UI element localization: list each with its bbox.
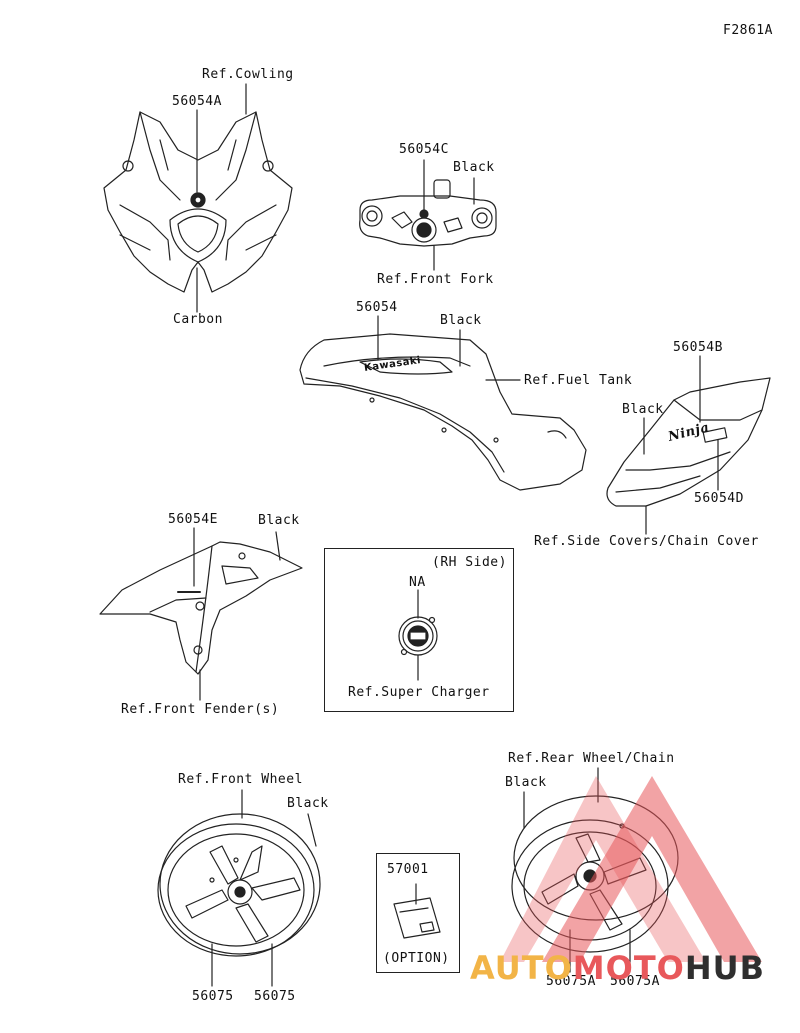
watermark-part1: AUTO [470,949,573,987]
fork-bracket [359,179,497,247]
watermark-triangle [500,776,762,962]
part-56054C-label: 56054C [399,142,449,157]
ref-front-fender-label: Ref.Front Fender(s) [121,702,280,717]
rh-side-label: (RH Side) [432,555,507,570]
na-label: NA [409,575,426,590]
ref-front-wheel-label: Ref.Front Wheel [178,772,303,787]
part-56075-right-label: 56075 [254,989,296,1004]
black-front-wheel-label: Black [287,796,329,811]
fuel-tank [299,333,587,491]
ref-rear-wheel-label: Ref.Rear Wheel/Chain [508,751,675,766]
watermark-text: AUTOMOTOHUB [470,948,765,988]
part-56054E-label: 56054E [168,512,218,527]
front-fender [99,541,303,675]
black-tank-label: Black [440,313,482,328]
ref-fuel-tank-label: Ref.Fuel Tank [524,373,633,388]
option-box [376,853,460,973]
part-56075-left-label: 56075 [192,989,234,1004]
option-label: (OPTION) [383,951,450,966]
part-56054D-label: 56054D [694,491,744,506]
ref-front-fork-label: Ref.Front Fork [377,272,494,287]
watermark-part2: MOTO [572,949,685,987]
part-57001-label: 57001 [387,862,429,877]
carbon-label: Carbon [173,312,223,327]
front-cowling [103,111,293,293]
super-charger-box [324,548,514,712]
part-56054A-label: 56054A [172,94,222,109]
part-56054B-label: 56054B [673,340,723,355]
ref-side-covers-label: Ref.Side Covers/Chain Cover [534,534,759,549]
black-fender-label: Black [258,513,300,528]
option-kit [393,897,441,939]
side-cover [606,377,771,507]
black-rear-wheel-label: Black [505,775,547,790]
front-wheel [157,813,321,957]
ref-cowling-label: Ref.Cowling [202,67,294,82]
part-56054-label: 56054 [356,300,398,315]
figure-code: F2861A [723,23,773,38]
part-56075A-left-label: 56075A [546,974,596,989]
black-side-label: Black [622,402,664,417]
watermark-part3: HUB [684,949,766,987]
part-56075A-right-label: 56075A [610,974,660,989]
ref-super-charger-label: Ref.Super Charger [348,685,490,700]
black-fork-label: Black [453,160,495,175]
